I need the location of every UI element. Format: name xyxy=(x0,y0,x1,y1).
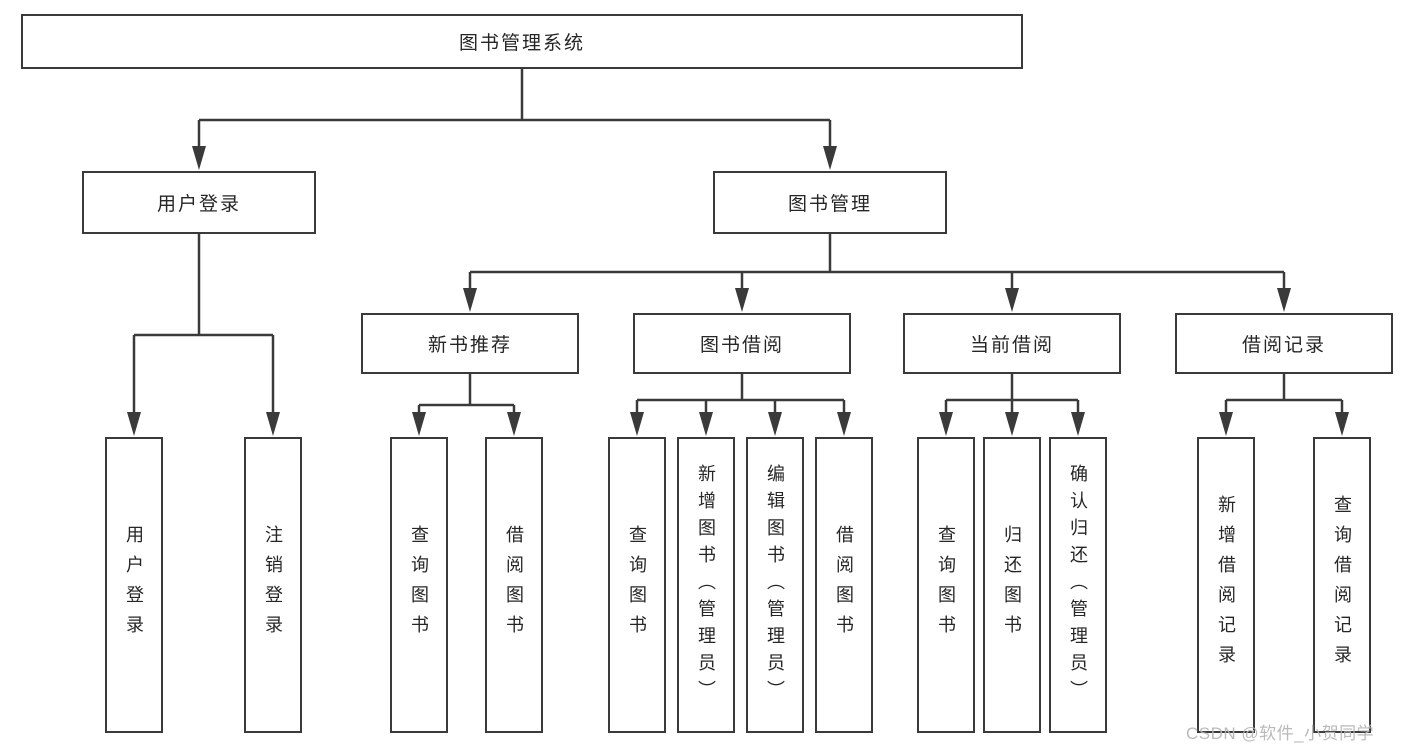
edges-user-login-to-leaves xyxy=(127,234,280,436)
leaf-newbooks-borrow-books-label: 借阅图书 xyxy=(504,525,524,645)
edges-book-mgmt-to-level3 xyxy=(463,234,1291,312)
leaf-borrow-query-books: 查询图书 xyxy=(608,437,666,733)
leaf-query-borrow-record: 查询借阅记录 xyxy=(1313,437,1371,733)
node-book-borrow-label: 图书借阅 xyxy=(699,335,784,356)
leaf-newbooks-query-books: 查询图书 xyxy=(390,437,448,733)
leaf-borrow-query-books-label: 查询图书 xyxy=(627,525,647,645)
leaf-logout-label: 注销登录 xyxy=(263,525,283,645)
leaf-return-books: 归还图书 xyxy=(983,437,1041,733)
edges-root-to-level2 xyxy=(192,69,837,170)
leaf-user-login-label: 用户登录 xyxy=(124,525,144,645)
leaf-logout: 注销登录 xyxy=(244,437,302,733)
leaf-newbooks-query-books-label: 查询图书 xyxy=(409,525,429,645)
node-root: 图书管理系统 xyxy=(21,14,1023,69)
node-root-label: 图书管理系统 xyxy=(458,33,585,54)
node-user-login: 用户登录 xyxy=(82,171,316,234)
node-borrow-records: 借阅记录 xyxy=(1175,313,1393,374)
node-new-books: 新书推荐 xyxy=(361,313,579,374)
node-borrow-records-label: 借阅记录 xyxy=(1241,335,1326,356)
leaf-edit-books-admin: 编辑图书（管理员） xyxy=(746,437,804,733)
edges-current-borrow-to-leaves xyxy=(939,374,1085,436)
node-current-borrow: 当前借阅 xyxy=(903,313,1121,374)
leaf-edit-books-admin-label: 编辑图书（管理员） xyxy=(765,463,785,707)
leaf-confirm-return-admin: 确认归还（管理员） xyxy=(1049,437,1107,733)
node-book-borrow: 图书借阅 xyxy=(633,313,851,374)
leaf-query-borrow-record-label: 查询借阅记录 xyxy=(1332,495,1352,675)
leaf-borrow-borrow-books: 借阅图书 xyxy=(815,437,873,733)
leaf-user-login: 用户登录 xyxy=(105,437,163,733)
leaf-add-books-admin: 新增图书（管理员） xyxy=(677,437,735,733)
edges-book-borrow-to-leaves xyxy=(630,374,851,436)
node-user-login-label: 用户登录 xyxy=(156,194,241,215)
node-book-mgmt: 图书管理 xyxy=(713,171,947,234)
node-current-borrow-label: 当前借阅 xyxy=(969,335,1054,356)
leaf-current-query-books-label: 查询图书 xyxy=(936,525,956,645)
csdn-watermark: CSDN @软件_小贺同学 xyxy=(1186,724,1375,743)
node-new-books-label: 新书推荐 xyxy=(427,335,512,356)
leaf-return-books-label: 归还图书 xyxy=(1002,525,1022,645)
node-book-mgmt-label: 图书管理 xyxy=(787,194,872,215)
leaf-borrow-borrow-books-label: 借阅图书 xyxy=(834,525,854,645)
leaf-newbooks-borrow-books: 借阅图书 xyxy=(485,437,543,733)
leaf-add-books-admin-label: 新增图书（管理员） xyxy=(696,463,716,707)
edges-borrow-records-to-leaves xyxy=(1219,374,1349,436)
leaf-confirm-return-admin-label: 确认归还（管理员） xyxy=(1068,463,1088,707)
leaf-current-query-books: 查询图书 xyxy=(917,437,975,733)
leaf-add-borrow-record: 新增借阅记录 xyxy=(1197,437,1255,733)
edges-new-books-to-leaves xyxy=(412,374,521,436)
leaf-add-borrow-record-label: 新增借阅记录 xyxy=(1216,495,1236,675)
